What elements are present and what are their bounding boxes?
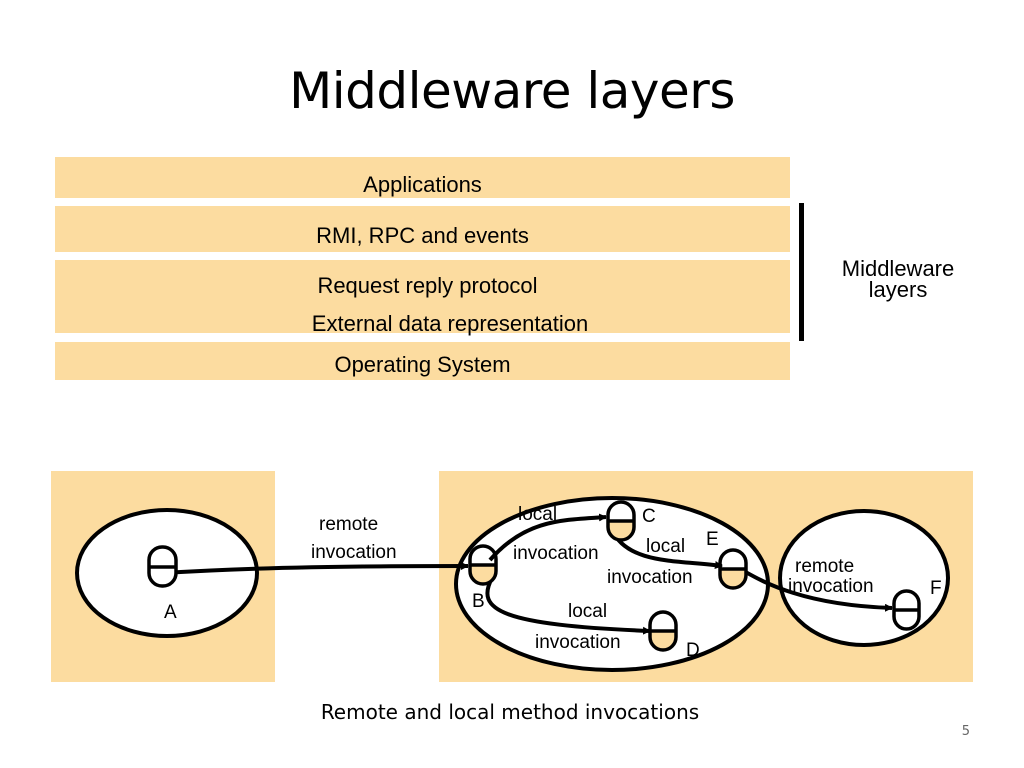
remote-invocation-label-1a: remote — [319, 514, 378, 535]
local-invocation-label-e-a: local — [646, 536, 685, 557]
object-e-icon — [718, 548, 748, 590]
layer-operating-system: Operating System — [55, 342, 790, 380]
object-b-label: B — [472, 591, 485, 612]
layer-applications: Applications — [55, 157, 790, 198]
local-invocation-label-c-b: invocation — [513, 543, 599, 564]
local-invocation-label-d-b: invocation — [535, 632, 621, 653]
remote-invocation-label-1b: invocation — [311, 542, 397, 563]
middleware-label-line1: Middleware — [841, 256, 955, 281]
remote-invocation-arrow-a-b — [163, 562, 469, 575]
local-invocation-arrow-b-c — [488, 513, 607, 562]
remote-invocation-label-2a: remote — [795, 556, 854, 577]
object-f-label: F — [930, 578, 942, 599]
layer-rmi-rpc-events: RMI, RPC and events — [55, 206, 790, 252]
object-e-label: E — [706, 529, 719, 550]
layer-os-label: Operating System — [334, 352, 511, 377]
object-c-label: C — [642, 506, 656, 527]
layer-request-reply-external-data: Request reply protocol External data rep… — [55, 260, 790, 336]
layer-rmi-label: RMI, RPC and events — [316, 223, 529, 248]
diagram-caption: Remote and local method invocations — [320, 700, 700, 724]
remote-invocation-label-2b: invocation — [788, 576, 874, 597]
local-invocation-arrow-b-d — [485, 577, 651, 635]
local-invocation-label-c-a: local — [518, 504, 557, 525]
object-f-icon — [892, 589, 921, 631]
object-b-icon — [468, 544, 498, 586]
local-invocation-label-e-b: invocation — [607, 567, 693, 588]
page-number: 5 — [961, 724, 970, 739]
object-a-icon — [147, 545, 178, 588]
object-d-label: D — [686, 640, 700, 661]
middleware-layers-label: Middleware layers — [820, 256, 976, 302]
middleware-bracket — [799, 203, 804, 341]
object-d-icon — [648, 610, 678, 652]
object-a-label: A — [164, 602, 177, 623]
object-c-icon — [606, 500, 636, 542]
remote-invocation-arrow-e-f — [741, 568, 893, 612]
middleware-label-line2: layers — [868, 277, 928, 302]
layer-external-data-label: External data representation — [311, 311, 589, 336]
local-invocation-label-d-a: local — [568, 601, 607, 622]
layer-applications-label: Applications — [363, 172, 482, 197]
layer-request-reply-label: Request reply protocol — [317, 273, 538, 298]
slide-title: Middleware layers — [289, 62, 735, 120]
